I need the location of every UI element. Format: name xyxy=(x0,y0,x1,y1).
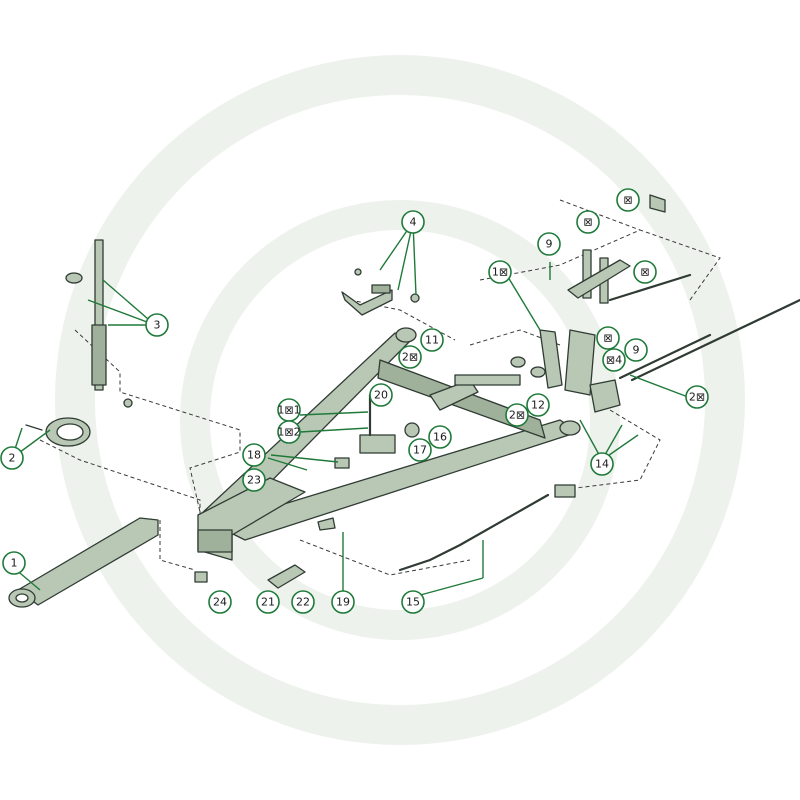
callout-10: 15 xyxy=(401,590,425,614)
callout-circle xyxy=(398,345,422,369)
callout-25: 1⊠2 xyxy=(277,420,301,444)
cable-rods xyxy=(398,298,800,572)
callout-number: 1 xyxy=(11,557,18,570)
watermark-logo xyxy=(55,55,745,745)
callout-number: ⊠ xyxy=(603,332,612,345)
callout-circle xyxy=(633,260,657,284)
callout-circle xyxy=(369,383,393,407)
callout-circle xyxy=(0,446,24,470)
callout-1: 1 xyxy=(2,551,26,575)
callout-6: 9 xyxy=(624,338,648,362)
callout-number: 1⊠1 xyxy=(277,404,300,417)
callout-number: 15 xyxy=(406,596,420,609)
callout-4: 4 xyxy=(401,210,425,234)
callout-15: 20 xyxy=(369,383,393,407)
callout-number: ⊠4 xyxy=(606,354,622,367)
callout-16: 21 xyxy=(256,590,280,614)
callout-number: 17 xyxy=(413,444,427,457)
callout-number: 9 xyxy=(546,238,553,251)
callout-circle xyxy=(277,420,301,444)
callout-number: 20 xyxy=(374,389,388,402)
callout-number: 19 xyxy=(336,596,350,609)
callout-circle xyxy=(428,425,452,449)
callout-number: 23 xyxy=(247,474,261,487)
callout-circle xyxy=(505,403,529,427)
callout-12: 17 xyxy=(408,438,432,462)
callout-number: 11 xyxy=(425,334,439,347)
callout-29: ⊠ xyxy=(596,326,620,350)
callout-23: 2⊠ xyxy=(685,385,709,409)
callout-number: 16 xyxy=(433,431,447,444)
callout-17: 22 xyxy=(291,590,315,614)
callout-circle xyxy=(488,260,512,284)
callout-circle xyxy=(624,338,648,362)
callout-5: 9 xyxy=(537,232,561,256)
tow-eye-bar xyxy=(8,517,159,608)
callout-circle xyxy=(256,590,280,614)
callout-number: 24 xyxy=(213,596,227,609)
callout-circle xyxy=(208,590,232,614)
callout-20: 1⊠ xyxy=(488,260,512,284)
callout-number: 22 xyxy=(296,596,310,609)
callout-2: 2 xyxy=(0,446,24,470)
callout-circle xyxy=(408,438,432,462)
callout-27: ⊠ xyxy=(576,210,600,234)
linkage-assembly xyxy=(510,194,692,413)
callout-8: 12 xyxy=(526,393,550,417)
callout-number: 14 xyxy=(595,458,609,471)
callout-18: 23 xyxy=(242,468,266,492)
callout-circle xyxy=(596,326,620,350)
callout-11: 16 xyxy=(428,425,452,449)
callout-14: 19 xyxy=(331,590,355,614)
callout-number: 2⊠ xyxy=(689,391,705,404)
callout-circle xyxy=(590,452,614,476)
callout-number: 3 xyxy=(154,319,161,332)
callout-7: 11 xyxy=(420,328,444,352)
callout-30: ⊠4 xyxy=(602,348,626,372)
callout-number: 18 xyxy=(247,449,261,462)
callout-13: 18 xyxy=(242,443,266,467)
callout-circle xyxy=(602,348,626,372)
callout-number: 2 xyxy=(9,452,16,465)
callout-circle xyxy=(291,590,315,614)
callout-circle xyxy=(420,328,444,352)
callout-number: 1⊠ xyxy=(492,266,508,279)
callout-number: ⊠ xyxy=(640,266,649,279)
callout-number: 12 xyxy=(531,399,545,412)
callout-number: 1⊠2 xyxy=(277,426,300,439)
callout-number: 9 xyxy=(633,344,640,357)
callout-26: ⊠ xyxy=(616,188,640,212)
callout-circle xyxy=(401,590,425,614)
callout-number: ⊠ xyxy=(623,194,632,207)
clamp-ring xyxy=(25,417,91,447)
support-stand xyxy=(65,239,133,408)
callout-circle xyxy=(242,468,266,492)
callout-19: 24 xyxy=(208,590,232,614)
small-hardware xyxy=(194,374,521,589)
callout-number: 2⊠ xyxy=(402,351,418,364)
callout-number: 4 xyxy=(410,216,417,229)
callout-circle xyxy=(242,443,266,467)
callout-22: 2⊠ xyxy=(505,403,529,427)
bracket xyxy=(341,268,420,316)
callout-number: ⊠ xyxy=(583,216,592,229)
callout-28: ⊠ xyxy=(633,260,657,284)
callout-circle xyxy=(576,210,600,234)
callout-3: 3 xyxy=(145,313,169,337)
callout-circle xyxy=(331,590,355,614)
callout-circle xyxy=(616,188,640,212)
callout-circle xyxy=(526,393,550,417)
callout-21: 2⊠ xyxy=(398,345,422,369)
callout-circle xyxy=(145,313,169,337)
callout-circle xyxy=(685,385,709,409)
callout-number: 21 xyxy=(261,596,275,609)
callout-circle xyxy=(537,232,561,256)
callout-24: 1⊠1 xyxy=(277,398,301,422)
callout-9: 14 xyxy=(590,452,614,476)
callout-number: 2⊠ xyxy=(509,409,525,422)
callout-circle xyxy=(401,210,425,234)
callout-circle xyxy=(2,551,26,575)
